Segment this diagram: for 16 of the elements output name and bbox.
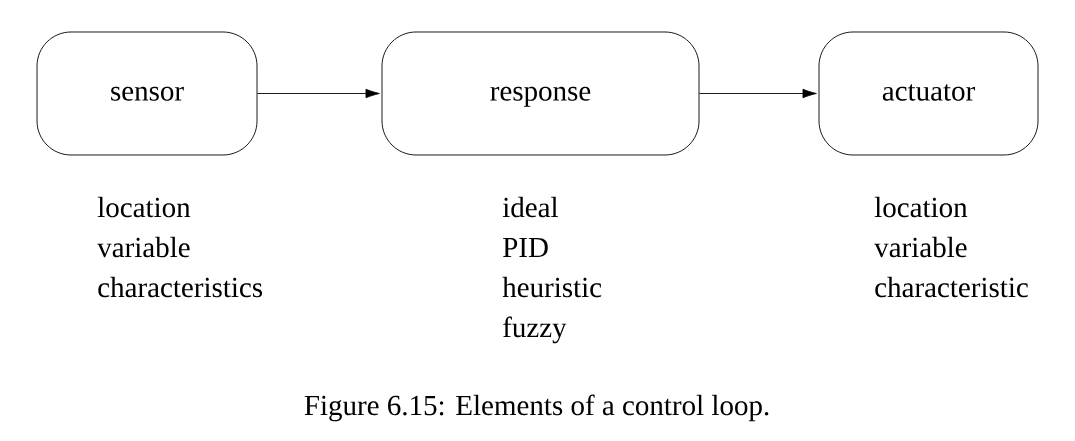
note-text: location bbox=[97, 196, 191, 218]
note-text: location bbox=[874, 196, 968, 218]
caption: Figure 6.15: Elements of a control loop. bbox=[304, 394, 769, 422]
process-box: actuator bbox=[818, 31, 1039, 156]
note-text: characteristics bbox=[98, 276, 263, 298]
note-text: heuristic bbox=[502, 276, 602, 298]
note-text: fuzzy bbox=[503, 316, 567, 344]
note-text: variable bbox=[874, 236, 967, 258]
note-text: ideal bbox=[502, 196, 558, 218]
note-text: variable bbox=[97, 236, 190, 258]
note-text: characteristic bbox=[875, 276, 1028, 298]
note-text: PID bbox=[503, 238, 548, 258]
process-box: response bbox=[381, 31, 700, 156]
arrow bbox=[699, 88, 817, 99]
process-box: sensor bbox=[36, 31, 258, 156]
arrow bbox=[257, 88, 380, 99]
